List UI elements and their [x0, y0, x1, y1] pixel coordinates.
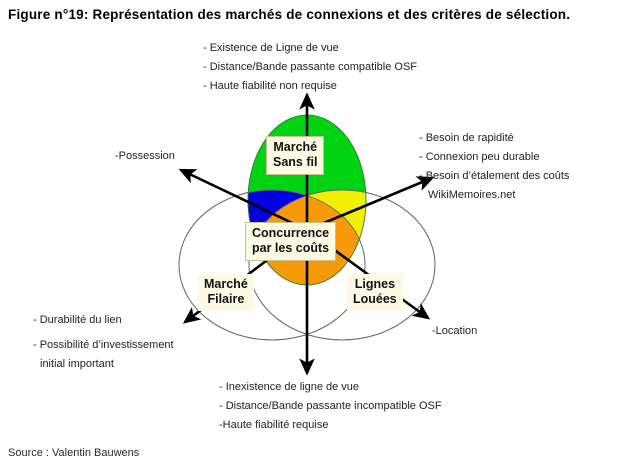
criteria-top-item-1: - Existence de Ligne de vue — [203, 42, 339, 54]
callout-wired-market-line2: Filaire — [207, 292, 245, 306]
wired-market-outline — [178, 189, 366, 341]
axis-label-location: -Location — [432, 325, 478, 337]
criteria-right-block: - Besoin de rapidité - Connexion peu dur… — [419, 129, 569, 205]
callout-leased-lines-line1: Lignes — [354, 277, 396, 291]
criteria-top-block: - Existence de Ligne de vue - Distance/B… — [203, 39, 417, 96]
criteria-left-item-2: - Possibilité d’investissement — [33, 339, 174, 351]
callout-leased-lines-line2: Louées — [353, 292, 397, 306]
criteria-left-item-3: initial important — [40, 358, 114, 370]
callout-wireless-market-line1: Marché — [273, 140, 318, 154]
criteria-right-item-2: - Connexion peu durable — [419, 151, 540, 163]
axis-arrow-spread-costs — [306, 176, 435, 232]
criteria-bottom-item-3: -Haute fiabilité requise — [219, 419, 329, 431]
callout-cost-competition: Concurrence par les coûts — [245, 222, 337, 261]
axis-label-possession: -Possession — [115, 150, 175, 162]
watermark-label: WikiMemoires.net — [428, 189, 516, 201]
criteria-left-block: - Durabilité du lien - Possibilité d’inv… — [33, 311, 174, 374]
criteria-left-item-1: - Durabilité du lien — [33, 314, 122, 326]
figure-title: Figure n°19: Représentation des marchés … — [8, 7, 571, 22]
criteria-top-item-2: - Distance/Bande passante compatible OSF — [203, 61, 418, 73]
callout-wired-market-line1: Marché — [204, 277, 248, 291]
criteria-bottom-block: - Inexistence de ligne de vue - Distance… — [219, 378, 442, 435]
axis-arrow-possession — [178, 168, 308, 232]
criteria-bottom-item-2: - Distance/Bande passante incompatible O… — [219, 400, 442, 412]
callout-cost-competition-line1: Concurrence — [252, 226, 330, 240]
source-note: Source : Valentin Bauwens — [8, 447, 140, 459]
callout-wireless-market-line2: Sans fil — [273, 155, 318, 169]
callout-leased-lines: Lignes Louées — [347, 274, 403, 311]
callout-cost-competition-line2: par les coûts — [252, 241, 330, 255]
callout-wireless-market: Marché Sans fil — [266, 136, 325, 175]
callout-wired-market: Marché Filaire — [198, 274, 254, 311]
leased-lines-outline — [248, 189, 436, 341]
criteria-top-item-3: - Haute fiabilité non requise — [203, 80, 337, 92]
criteria-bottom-item-1: - Inexistence de ligne de vue — [219, 381, 360, 393]
criteria-right-item-1: - Besoin de rapidité — [419, 132, 514, 144]
criteria-right-item-3: - Besoin d’étalement des coûts — [419, 170, 570, 182]
